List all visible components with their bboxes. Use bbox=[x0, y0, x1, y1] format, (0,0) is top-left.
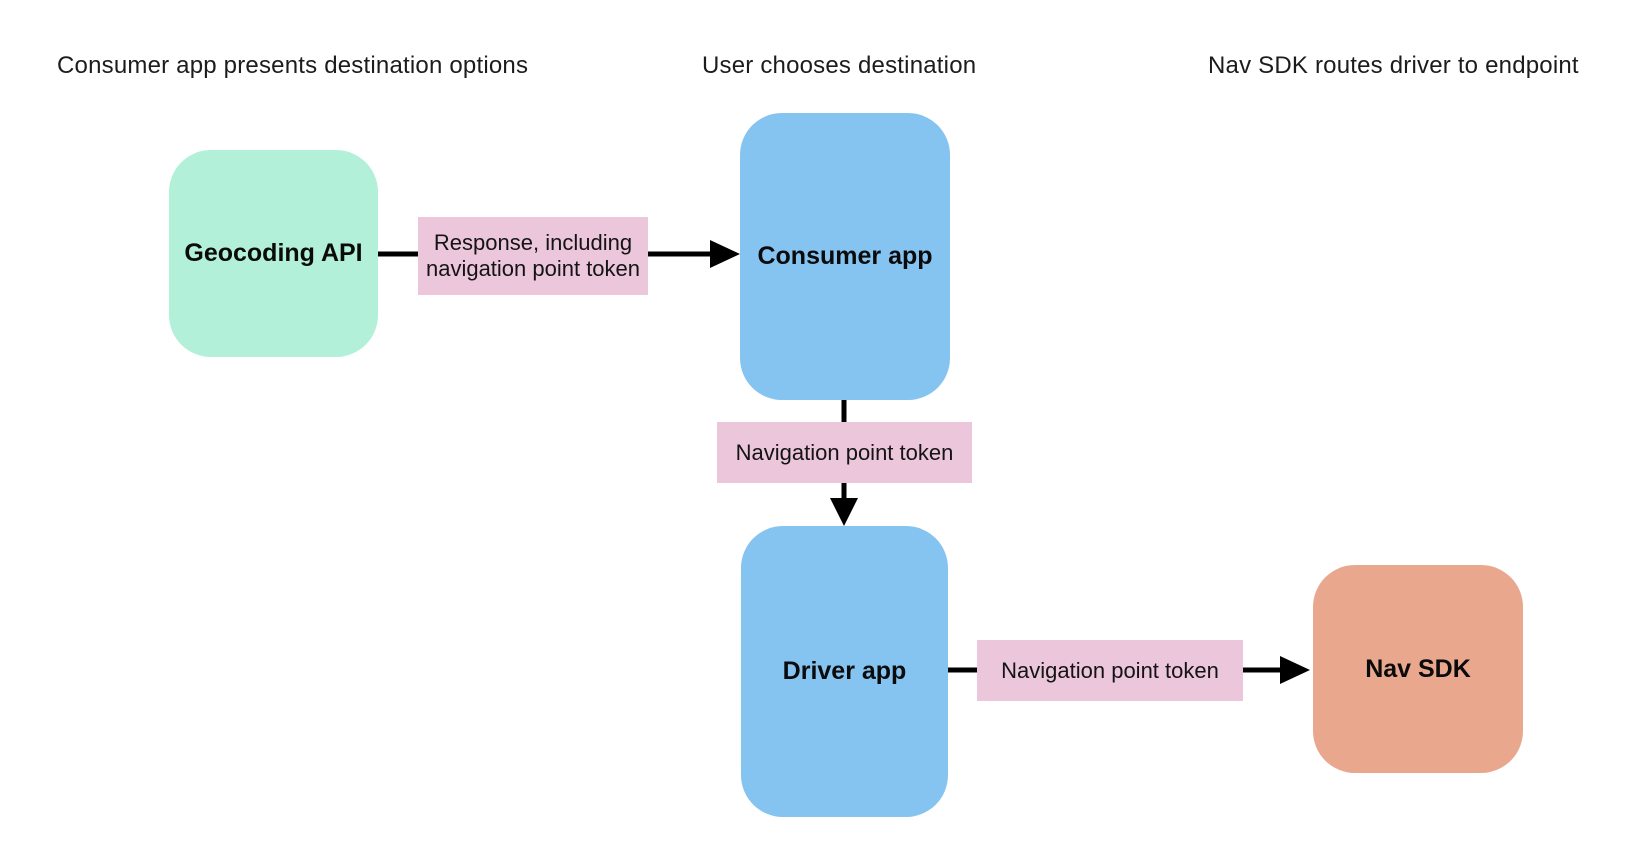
arrowhead-into-consumer-app bbox=[710, 240, 740, 268]
arrowhead-into-driver-app bbox=[830, 498, 858, 526]
stage-heading-nav-sdk-routes-driver: Nav SDK routes driver to endpoint bbox=[1208, 52, 1579, 79]
node-driver-app: Driver app bbox=[741, 526, 948, 817]
node-geocoding-api: Geocoding API bbox=[169, 150, 378, 357]
edge-label-response-including-token: Response, including navigation point tok… bbox=[418, 217, 648, 295]
arrowhead-into-nav-sdk bbox=[1280, 656, 1310, 684]
stage-heading-consumer-presents-options: Consumer app presents destination option… bbox=[57, 52, 529, 79]
node-nav-sdk: Nav SDK bbox=[1313, 565, 1523, 773]
edge-label-navigation-point-token-consumer-to-driver: Navigation point token bbox=[717, 422, 972, 483]
stage-heading-user-chooses-destination: User chooses destination bbox=[702, 52, 977, 79]
edge-label-navigation-point-token-driver-to-navsdk: Navigation point token bbox=[977, 640, 1243, 701]
node-consumer-app: Consumer app bbox=[740, 113, 950, 400]
